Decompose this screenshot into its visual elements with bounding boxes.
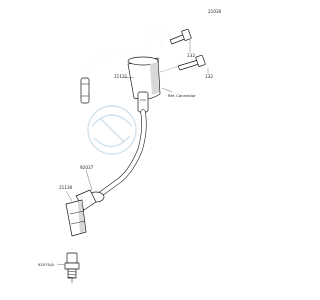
watermark-logo bbox=[87, 105, 137, 155]
svg-text:92037: 92037 bbox=[80, 165, 94, 170]
ignition-coil bbox=[127, 56, 161, 113]
bolt-upper: 132 bbox=[169, 28, 195, 58]
svg-text:132: 132 bbox=[187, 53, 195, 58]
bolt-lower: 132 bbox=[159, 54, 213, 79]
label-ref-connector: Ref. Connector bbox=[161, 87, 196, 98]
svg-text:132: 132 bbox=[205, 74, 213, 79]
wire-connector bbox=[80, 77, 90, 104]
coil-lead-wire bbox=[85, 27, 162, 81]
parts-diagram: 21030 21121 132 bbox=[38, 9, 222, 283]
label-coil: 21121 bbox=[114, 74, 135, 79]
high-tension-lead bbox=[95, 109, 147, 199]
figure-id: 21030 bbox=[208, 9, 222, 14]
svg-text:Ref. Connector: Ref. Connector bbox=[168, 93, 196, 98]
spark-plug-cap: 21130 bbox=[59, 185, 97, 237]
spark-plug: 92070/A bbox=[38, 252, 80, 283]
svg-text:21130: 21130 bbox=[59, 185, 73, 190]
svg-text:92070/A: 92070/A bbox=[38, 262, 54, 267]
svg-text:21121: 21121 bbox=[114, 74, 128, 79]
